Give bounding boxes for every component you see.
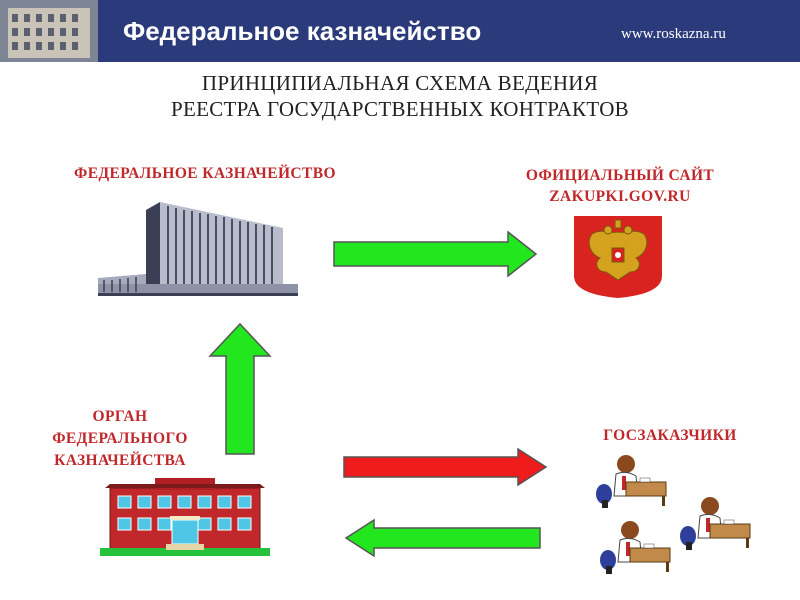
official-site-label-line1: ОФИЦИАЛЬНЫЙ САЙТ	[525, 167, 715, 184]
federal-treasury-label: ФЕДЕРАЛЬНОЕ КАЗНАЧЕЙСТВО	[74, 165, 336, 182]
customer-person-icon	[680, 497, 751, 550]
treasury-body-label-line3: КАЗНАЧЕЙСТВА	[54, 452, 186, 469]
customers-label: ГОСЗАКАЗЧИКИ	[603, 427, 737, 444]
russian-coat-of-arms-icon	[574, 216, 662, 298]
treasury-body-label-line1: ОРГАН	[92, 408, 148, 425]
header-url: www.roskazna.ru	[621, 26, 726, 42]
header-title: Федеральное казначейство	[123, 16, 482, 46]
arrow-body-to-treasury	[208, 322, 272, 455]
arrow-body-to-customers	[343, 447, 548, 487]
customer-person-icon	[596, 455, 667, 508]
arrow-treasury-to-site	[333, 230, 538, 278]
treasury-building-photo	[0, 0, 98, 62]
header-bar: Федеральное казначейство www.roskazna.ru	[0, 0, 800, 62]
slide-title-line1: ПРИНЦИПИАЛЬНАЯ СХЕМА ВЕДЕНИЯ	[201, 71, 599, 95]
arrow-customers-to-body	[344, 518, 541, 558]
official-site-label-line2: ZAKUPKI.GOV.RU	[549, 188, 691, 205]
treasury-body-label: ОРГАН ФЕДЕРАЛЬНОГО КАЗНАЧЕЙСТВА	[20, 406, 220, 472]
customer-person-icon	[600, 521, 671, 574]
slide-title-line2: РЕЕСТРА ГОСУДАРСТВЕННЫХ КОНТРАКТОВ	[171, 97, 629, 121]
official-site-label: ОФИЦИАЛЬНЫЙ САЙТ ZAKUPKI.GOV.RU	[495, 165, 745, 207]
treasury-body-building-icon	[100, 478, 270, 556]
slide-title: ПРИНЦИПИАЛЬНАЯ СХЕМА ВЕДЕНИЯ РЕЕСТРА ГОС…	[0, 70, 800, 122]
treasury-body-label-line2: ФЕДЕРАЛЬНОГО	[52, 430, 188, 447]
federal-treasury-building-icon	[98, 202, 298, 296]
